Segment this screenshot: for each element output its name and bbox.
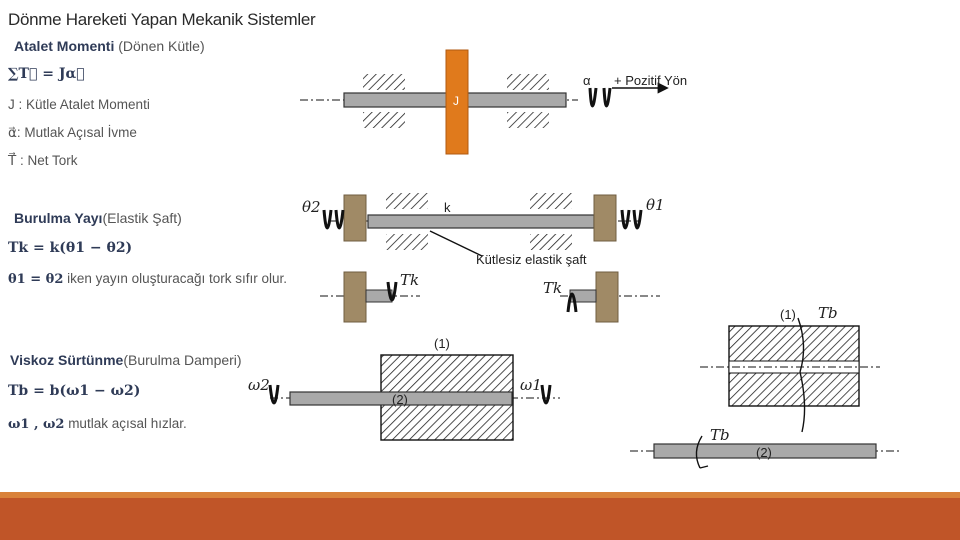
label-tk-left: Tk [400,271,420,289]
damper-note: ω1 , ω2 mutlak açısal hızlar. [8,416,187,432]
page-title: Dönme Hareketi Yapan Mekanik Sistemler [8,10,316,29]
damper-note-eq: ω1 , ω2 [8,417,65,432]
inertia-heading-bold: Atalet Momenti [14,38,115,54]
label-tb-top: Tb [818,304,838,322]
damper-diagram-right [630,317,900,469]
label-theta1: θ1 [646,196,665,214]
end-block-right [593,194,617,242]
label-node1-left: (1) [434,336,450,351]
inertia-line-j: J : Kütle Atalet Momenti [8,97,150,112]
label-massless-shaft: Kütlesiz elastik şaft [476,252,587,267]
bearing-hatch [386,193,428,209]
bearing-hatch [386,234,428,250]
spring-note-rest: iken yayın oluşturacağı tork sıfır olur. [63,271,287,286]
pointer-line [429,230,483,257]
damper-heading: Viskoz Sürtünme(Burulma Damperi) [10,352,242,368]
label-positive-direction: + Pozitif Yön [614,73,688,88]
damper-note-rest: mutlak açısal hızlar. [64,416,187,431]
free-body-right [595,271,619,323]
end-block-left [343,194,367,242]
label-omega1: ω1 [520,376,542,394]
label-node2-left: (2) [392,392,408,407]
damper-equation: Tb = b(ω1 − ω2) [8,383,141,399]
label-tk-right: Tk [543,279,563,297]
spring-heading: Burulma Yayı(Elastik Şaft) [14,210,182,226]
inertia-heading-rest: (Dönen Kütle) [114,38,205,54]
label-theta2: θ2 [302,198,321,216]
bearing-hatch [507,112,549,128]
inertia-diagram [300,49,669,155]
label-omega2: ω2 [248,376,270,394]
bearing-hatch [507,74,549,90]
bearing-hatch [363,112,405,128]
damper-shaft-right [653,443,877,459]
label-node1-right: (1) [780,307,796,322]
inertia-heading: Atalet Momenti (Dönen Kütle) [14,38,205,54]
inertia-equation: ∑T⃗ = Jα⃗ [8,66,85,82]
label-tb-bottom: Tb [710,426,730,444]
spring-heading-rest: (Elastik Şaft) [102,210,182,226]
footer-bar [0,498,960,540]
damper-heading-bold: Viskoz Sürtünme [10,352,124,368]
label-k: k [444,200,451,215]
label-j: J [453,94,459,108]
label-node2-right: (2) [756,445,772,460]
bearing-hatch [363,74,405,90]
spring-note: θ1 = θ2 iken yayın oluşturacağı tork sıf… [8,271,287,287]
bearing-hatch [530,193,572,209]
damper-diagram-left [268,354,560,441]
rotating-mass [445,49,469,155]
spring-heading-bold: Burulma Yayı [14,210,103,226]
spring-equation: Tk = k(θ1 − θ2) [8,240,133,256]
damper-shaft [289,391,513,406]
footer-accent-stripe [0,492,960,498]
label-alpha: α [583,73,591,88]
bearing-hatch [530,234,572,250]
damper-heading-rest: (Burulma Damperi) [123,352,242,368]
inertia-line-alpha: α⃗: Mutlak Açısal İvme [8,125,137,140]
free-body-left [343,271,367,323]
spring-note-eq: θ1 = θ2 [8,272,64,287]
spring-diagram [320,193,660,323]
inertia-line-torque: T⃗ : Net Tork [8,153,78,168]
elastic-shaft [367,214,595,229]
